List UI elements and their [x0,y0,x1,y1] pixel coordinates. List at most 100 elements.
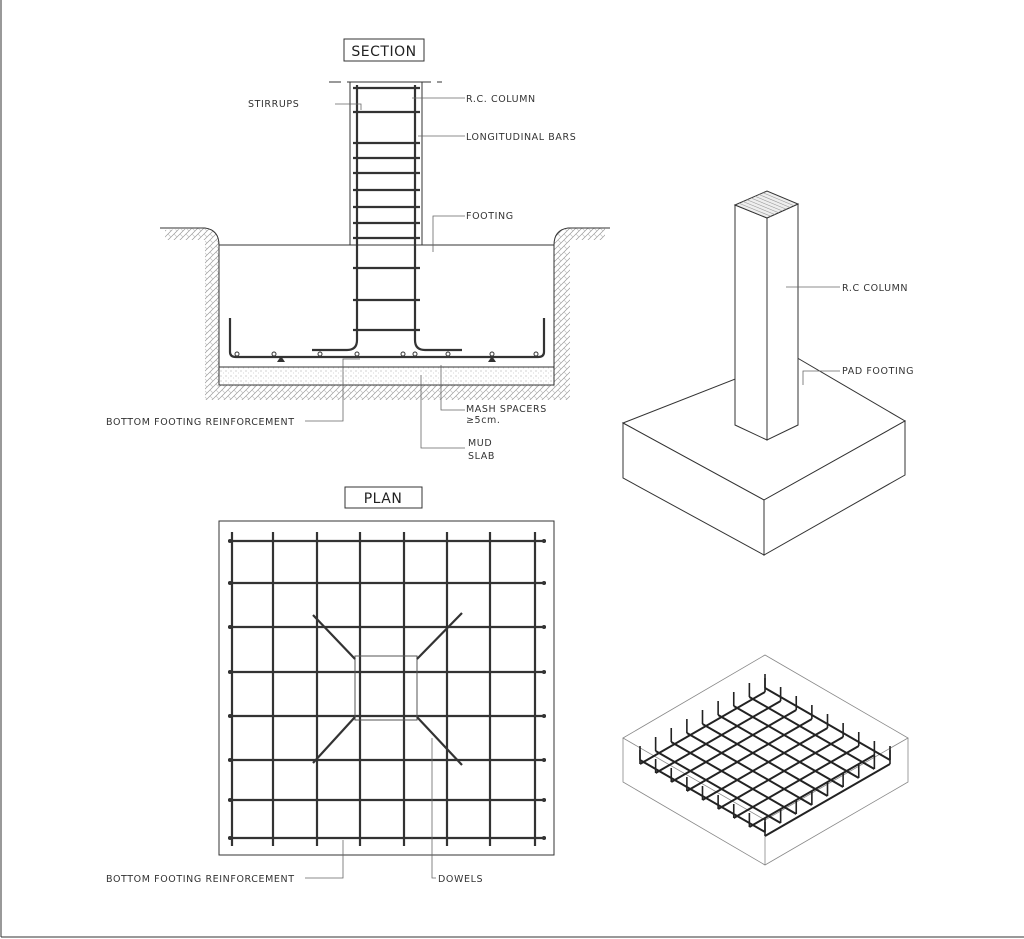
cage-hook [701,710,829,796]
label-iso-rc-column: R.C COLUMN [842,283,908,294]
bar-dot [445,351,451,357]
column-right-face [766,203,799,441]
plan-dowels [312,612,463,766]
leader-pad-footing [802,370,840,385]
hatch-line [754,195,787,210]
section-view: SECTION STIRRUPS R.C. COLUMN LONGITUDINA… [106,38,610,462]
hatch-line [762,192,795,207]
hatch-line [738,202,771,217]
label-spacer-size: ≥5cm. [466,415,501,426]
hatch-line [758,194,791,208]
bar-hook [228,798,232,802]
pad-right-face [763,420,906,556]
label-stirrups: STIRRUPS [248,99,299,110]
label-footing: FOOTING [466,211,514,222]
plan-footing-outline [218,520,555,856]
cage-mesh [639,674,891,837]
cage-hook [654,737,782,823]
label-bottom-reinforcement: BOTTOM FOOTING REINFORCEMENT [106,417,295,428]
isometric-pad-footing: R.C COLUMN PAD FOOTING [621,190,914,556]
leader-stirrups [335,103,362,110]
cage-hook [670,696,798,782]
mud-slab [218,366,555,386]
cage-hook [670,728,798,814]
bar-dot [317,351,323,357]
leader-footing [432,215,465,252]
leader-mud-slab [420,375,465,449]
cage-bar [686,718,813,792]
bar-dot [271,351,277,357]
bar-dot [533,351,539,357]
label-pad-footing: PAD FOOTING [842,366,914,377]
cage-bar [733,745,860,819]
cage-bar [670,709,797,783]
cage-hook [654,687,782,773]
leader-bottom-reinforcement [305,358,360,422]
cage-hook [764,750,891,836]
bar-hook [542,798,546,802]
longitudinal-bar-right [413,85,462,352]
cage-bar [670,741,797,815]
hatch-line [746,199,779,214]
plan-view: PLAN BOTTOM FOOTING REINFORCEMENT DOWELS [106,486,555,885]
plan-column-outline [354,655,418,721]
footing-concrete [218,244,555,368]
bar-hook [228,670,232,674]
bar-hook [542,758,546,762]
cage-hook [686,719,813,805]
bar-hook [542,836,546,840]
bar-hook [542,539,546,543]
plan-title-box [344,486,423,509]
hatch-line [742,201,775,215]
plan-rebar-grid [228,532,546,846]
bar-hook [228,539,232,543]
label-dowels: DOWELS [438,874,483,885]
cage-bar [702,723,828,797]
cage-hook [686,705,813,791]
plan-title: PLAN [364,491,403,507]
cage-bar [702,727,828,801]
cage-bar [733,705,860,779]
bar-dot [412,351,418,357]
label-mash-spacers: MASH SPACERS [466,404,547,415]
label-longitudinal-bars: LONGITUDINAL BARS [466,132,576,143]
cage-bar [639,691,766,765]
hatch-line [750,197,783,212]
bar-hook [228,625,232,629]
bar-hook [542,625,546,629]
cage-bar [655,750,782,824]
bar-hook [542,581,546,585]
leader-plan-bottom-reinforcement [305,840,344,879]
cage-bar [686,732,813,806]
cage-bar [655,700,782,774]
spacer-right [488,356,496,362]
label-mud: MUD [468,438,492,449]
cage-hook [717,701,844,787]
column-left-face [734,204,768,441]
cage-bar [748,696,875,770]
label-rc-column: R.C. COLUMN [466,94,536,105]
bottom-reinforcement-bar [228,318,546,359]
soil-hatch [165,228,605,400]
isometric-rebar-cage [622,654,909,866]
longitudinal-bar-left [312,85,359,352]
cage-hook [748,683,876,769]
column-top-hatch [738,192,795,217]
bar-cross-sections [234,351,539,357]
bar-hook [228,836,232,840]
bar-dot [234,351,240,357]
bar-hook [228,758,232,762]
cage-bar [717,736,844,810]
spacer-left [277,356,285,362]
cage-bar [764,763,891,837]
cage-hook [701,714,829,800]
leader-dowels [431,738,436,879]
rc-column-section [349,81,423,246]
leader-mash-spacers [440,365,465,411]
cage-bar [748,754,875,828]
bar-hook [542,714,546,718]
bar-hook [228,714,232,718]
bar-dot [354,351,360,357]
label-plan-bottom-reinforcement: BOTTOM FOOTING REINFORCEMENT [106,874,295,885]
